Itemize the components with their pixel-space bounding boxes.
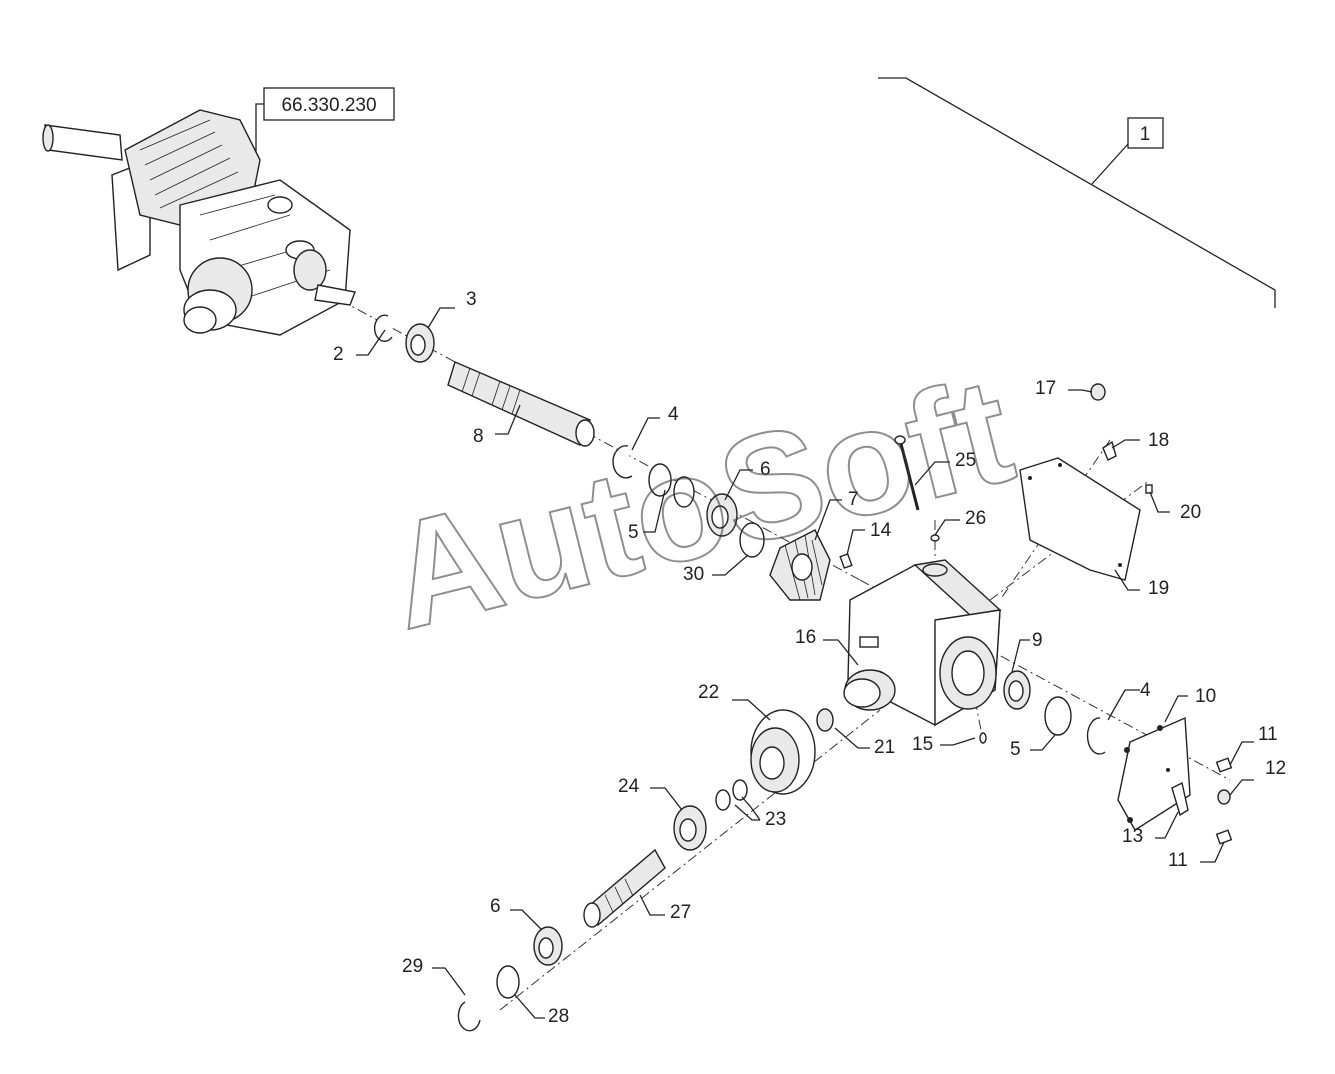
part-3-bearing[interactable] [405,323,435,363]
callout-23[interactable]: 23 [765,809,786,830]
callout-11-upper[interactable]: 11 [1258,724,1278,745]
part-4-snap-ring-lower[interactable] [1086,717,1106,755]
part-22-flange[interactable] [750,709,816,795]
callout-2[interactable]: 2 [333,344,344,365]
assembly-callout-1: 1 [1140,124,1151,145]
callout-5-upper[interactable]: 5 [628,522,639,543]
callout-27[interactable]: 27 [670,902,691,923]
part-18-fitting[interactable] [1102,440,1117,461]
callout-leaders [356,307,1254,1019]
part-21-ring[interactable] [816,708,834,732]
callout-5-lower[interactable]: 5 [1010,739,1021,760]
callout-24[interactable]: 24 [618,776,640,797]
callout-15[interactable]: 15 [912,734,933,755]
part-12-nut[interactable] [1217,789,1231,805]
assembly-bracket: 1 [878,77,1276,308]
callout-labels: 2 3 4 6 5 7 8 30 14 25 26 17 18 20 19 16… [333,289,1286,1027]
callout-9[interactable]: 9 [1032,630,1043,651]
part-14-pin[interactable] [839,553,853,569]
main-gearbox-assembly [42,109,356,336]
part-15-pin[interactable] [979,732,987,744]
part-26-fitting[interactable] [930,534,940,542]
part-6-ring-upper[interactable] [673,476,695,508]
part-2-snap-ring[interactable] [373,314,393,342]
callout-14[interactable]: 14 [870,520,892,541]
callout-22[interactable]: 22 [698,682,719,703]
part-16-housing[interactable] [843,559,1002,727]
callout-25[interactable]: 25 [955,450,976,471]
callout-30[interactable]: 30 [683,564,704,585]
part-28-ring[interactable] [496,965,520,999]
part-4-snap-ring-upper[interactable] [612,445,633,479]
part-6-bearing-lower[interactable] [533,926,563,966]
callout-26[interactable]: 26 [965,508,986,529]
reference-box[interactable]: 66.330.230 [255,87,395,165]
callout-19[interactable]: 19 [1148,578,1169,599]
callout-3[interactable]: 3 [466,289,477,310]
part-10-cover[interactable] [1117,716,1191,831]
part-7-bevel-gear[interactable] [769,529,831,601]
reference-box-label[interactable]: 66.330.230 [281,95,376,116]
callout-7[interactable]: 7 [848,489,859,510]
callout-6-upper[interactable]: 6 [760,459,771,480]
callout-6-lower[interactable]: 6 [490,896,501,917]
callout-28[interactable]: 28 [548,1006,569,1027]
callout-16[interactable]: 16 [795,627,816,648]
part-17-plug[interactable] [1090,383,1106,401]
callout-29[interactable]: 29 [402,956,423,977]
part-19-gasket[interactable] [1019,457,1141,581]
callout-12[interactable]: 12 [1265,758,1286,779]
callout-4-lower[interactable]: 4 [1140,680,1151,701]
callout-11-lower[interactable]: 11 [1168,850,1188,871]
callout-18[interactable]: 18 [1148,430,1169,451]
part-5-ring-lower[interactable] [1044,696,1072,736]
callout-21[interactable]: 21 [874,737,895,758]
part-9-bearing[interactable] [1003,670,1031,710]
part-30-ring[interactable] [739,522,765,558]
part-24-bearing[interactable] [673,805,707,851]
callout-10[interactable]: 10 [1195,686,1216,707]
part-27-shaft[interactable] [583,848,666,928]
part-25-bolt[interactable] [894,435,920,511]
part-11-bolt-lower[interactable] [1215,829,1233,845]
callout-20[interactable]: 20 [1180,502,1201,523]
part-20-screw[interactable] [1145,484,1153,494]
callout-13[interactable]: 13 [1122,826,1143,847]
part-29-snap-ring[interactable] [457,1001,481,1032]
callout-17[interactable]: 17 [1035,378,1056,399]
callout-8[interactable]: 8 [473,426,484,447]
part-5-ring-upper[interactable] [648,463,672,497]
part-13-bracket[interactable] [1171,781,1189,817]
part-8-shaft[interactable] [447,361,595,447]
part-6-bearing-upper[interactable] [706,493,738,537]
callout-4-upper[interactable]: 4 [668,404,679,425]
part-11-bolt-upper[interactable] [1215,757,1233,773]
part-23-rings[interactable] [715,779,748,811]
